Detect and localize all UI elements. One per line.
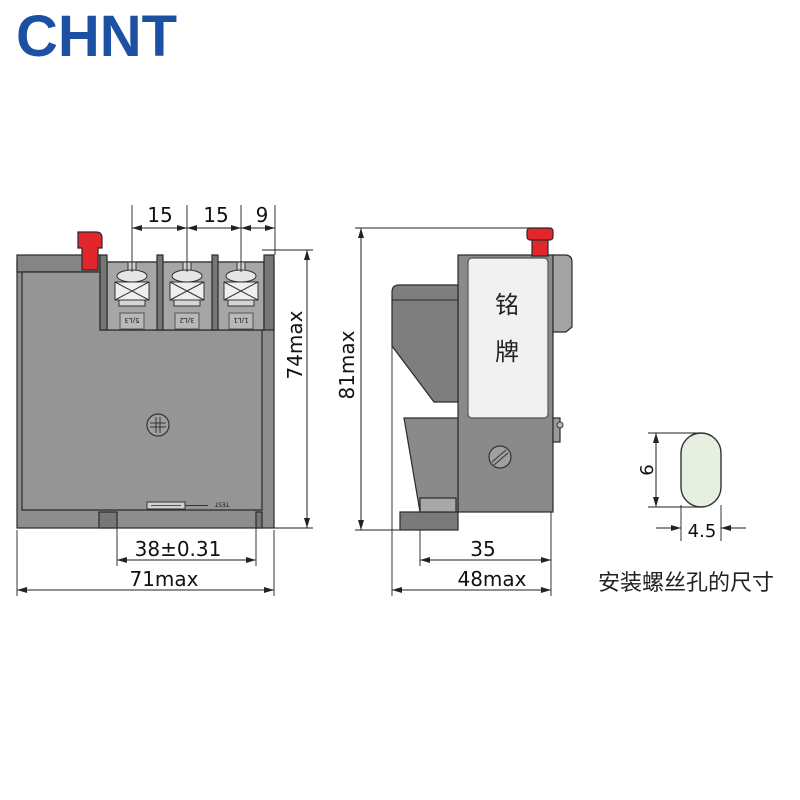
terminal-wall xyxy=(263,254,275,331)
side-view: 铭 牌 xyxy=(391,227,573,531)
front-height-value: 74max xyxy=(283,310,307,379)
clamp-washer xyxy=(173,299,201,307)
front-dimensions: 15 15 9 74max 38±0.31 71max xyxy=(16,203,313,596)
pitch-2-value: 15 xyxy=(203,203,228,227)
terminal-wall xyxy=(211,254,219,331)
mounting-foot-left xyxy=(98,511,118,529)
pitch-1-value: 15 xyxy=(147,203,172,227)
mounting-foot-right xyxy=(255,511,263,529)
hole-height-value: 6 xyxy=(637,464,658,475)
extension-lines-side-height xyxy=(355,227,540,531)
side-depth-value: 48max xyxy=(457,567,526,591)
mounting-hole-caption: 安装螺丝孔的尺寸 xyxy=(598,571,774,596)
mounting-spacing-value: 38±0.31 xyxy=(135,537,222,561)
base-slot xyxy=(419,497,457,513)
test-slot: TEST xyxy=(146,501,230,510)
terminal-label: 5/L3 xyxy=(124,316,139,324)
clamp-cross xyxy=(114,281,150,301)
reset-knob-front xyxy=(77,231,103,271)
clamp-cross xyxy=(169,281,205,301)
reset-knob-side-cap xyxy=(526,227,554,241)
extension-lines-width xyxy=(16,530,275,596)
side-screw-icon xyxy=(488,445,512,469)
extension-lines-pitch xyxy=(131,205,276,272)
terminal-wall xyxy=(156,254,164,331)
nameplate xyxy=(467,257,549,419)
terminal-label: 1/L1 xyxy=(233,316,248,324)
reset-knob-side-stem xyxy=(531,238,549,257)
terminal-screw-1: 5/L3 xyxy=(114,261,150,330)
terminal-label-plate xyxy=(228,312,254,330)
terminal-screw-2: 3/L2 xyxy=(169,261,205,330)
clamp-washer xyxy=(118,299,146,307)
edge-value: 9 xyxy=(256,203,269,227)
terminal-screw-3: 1/L1 xyxy=(223,261,259,330)
side-height-value: 81max xyxy=(335,330,359,399)
terminal-label-plate xyxy=(119,312,145,330)
center-screw-icon xyxy=(146,413,170,437)
extension-lines-hole-width xyxy=(680,505,722,541)
side-latch-pin xyxy=(556,421,564,429)
hole-width-value: 4.5 xyxy=(688,521,717,542)
side-clip xyxy=(552,254,573,333)
side-latch xyxy=(552,417,561,443)
terminal-cover xyxy=(391,284,459,403)
brand-logo: CHNT xyxy=(16,4,177,69)
mounting-offset-value: 35 xyxy=(470,537,495,561)
terminal-label-plate xyxy=(174,312,200,330)
side-dimensions: 81max 35 48max xyxy=(335,227,552,596)
front-view: 5/L3 3/L2 1/L1 xyxy=(16,231,275,529)
front-width-value: 71max xyxy=(129,567,198,591)
nameplate-char-2: 牌 xyxy=(495,338,519,366)
nameplate-char-1: 铭 xyxy=(495,291,519,319)
mounting-hole-detail: 6 4.5 安装螺丝孔的尺寸 xyxy=(598,432,774,596)
test-label: TEST xyxy=(214,501,230,508)
mounting-slot xyxy=(680,432,722,508)
terminal-label: 3/L2 xyxy=(179,316,194,324)
terminal-wall xyxy=(99,254,108,331)
clamp-washer xyxy=(227,299,255,307)
base-foot xyxy=(399,511,459,531)
clamp-cross xyxy=(223,281,259,301)
